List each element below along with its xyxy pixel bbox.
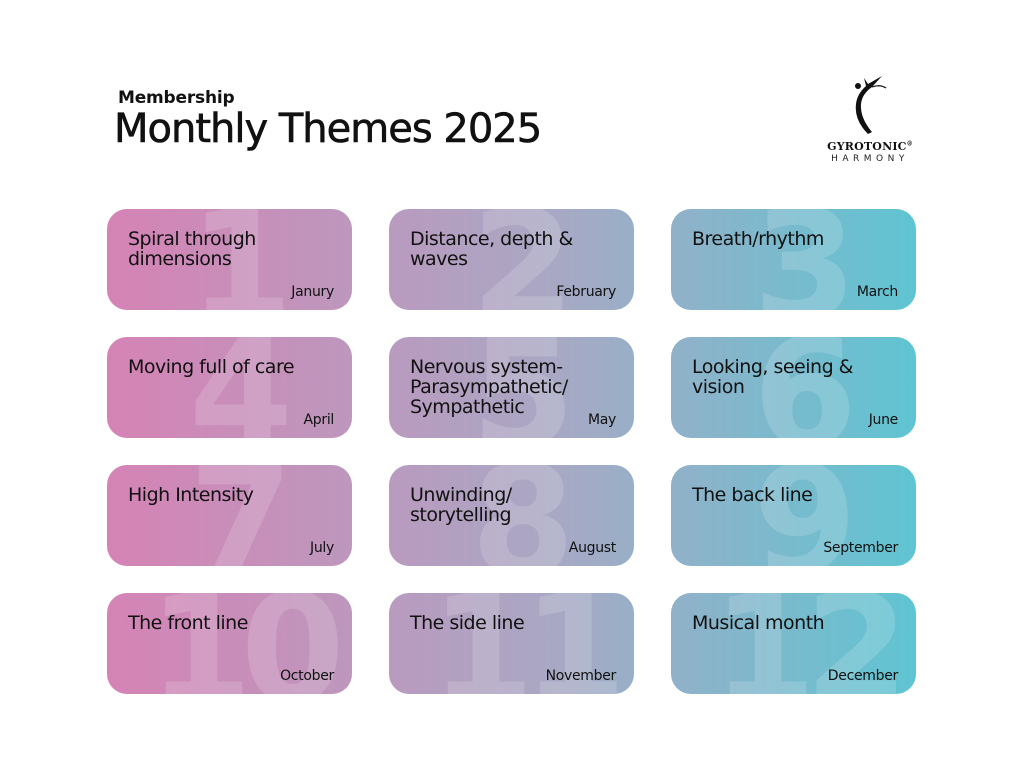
logo-sub: HARMONY (831, 154, 909, 164)
theme-title: High Intensity (128, 484, 254, 506)
month-number: 9 (752, 465, 857, 566)
dancer-figure-icon (855, 76, 887, 134)
theme-title: Nervous system-Parasympathetic/ Sympathe… (410, 356, 568, 418)
theme-title: Unwinding/ storytelling (410, 484, 512, 526)
month-number: 11 (430, 593, 627, 694)
theme-title: The front line (128, 612, 248, 634)
month-number: 5 (470, 337, 575, 438)
theme-title: Breath/rhythm (692, 228, 824, 250)
month-label: June (868, 412, 899, 428)
month-number: 4 (188, 337, 293, 438)
theme-title: Musical month (692, 612, 825, 634)
theme-title: Looking, seeing & vision (692, 356, 853, 398)
month-label: November (545, 668, 617, 684)
month-number: 8 (470, 465, 575, 566)
month-number: 6 (752, 337, 857, 438)
month-number: 1 (188, 209, 293, 310)
month-number: 12 (712, 593, 909, 694)
theme-title: The side line (410, 612, 525, 634)
month-label: August (568, 540, 617, 556)
month-number: 10 (148, 593, 345, 694)
month-label: May (587, 412, 616, 428)
logo-brand: GYROTONIC® (827, 140, 913, 153)
theme-title: The back line (692, 484, 813, 506)
month-label: Janury (291, 284, 334, 300)
theme-title: Distance, depth & waves (410, 228, 573, 270)
theme-title: Moving full of care (128, 356, 295, 378)
gyrotonic-harmony-logo: GYROTONIC® HARMONY (822, 74, 918, 170)
month-number: 7 (188, 465, 293, 566)
page-title: Monthly Themes 2025 (114, 106, 543, 153)
page-subtitle: Membership (118, 88, 235, 108)
month-number: 3 (752, 209, 857, 310)
month-label: February (556, 284, 616, 300)
theme-title: Spiral through dimensions (128, 228, 256, 270)
month-label: March (856, 284, 898, 300)
month-label: December (827, 668, 899, 684)
month-label: April (303, 412, 335, 428)
month-number: 2 (470, 209, 575, 310)
month-label: July (310, 540, 334, 556)
month-label: September (823, 540, 898, 556)
month-label: October (280, 668, 334, 684)
